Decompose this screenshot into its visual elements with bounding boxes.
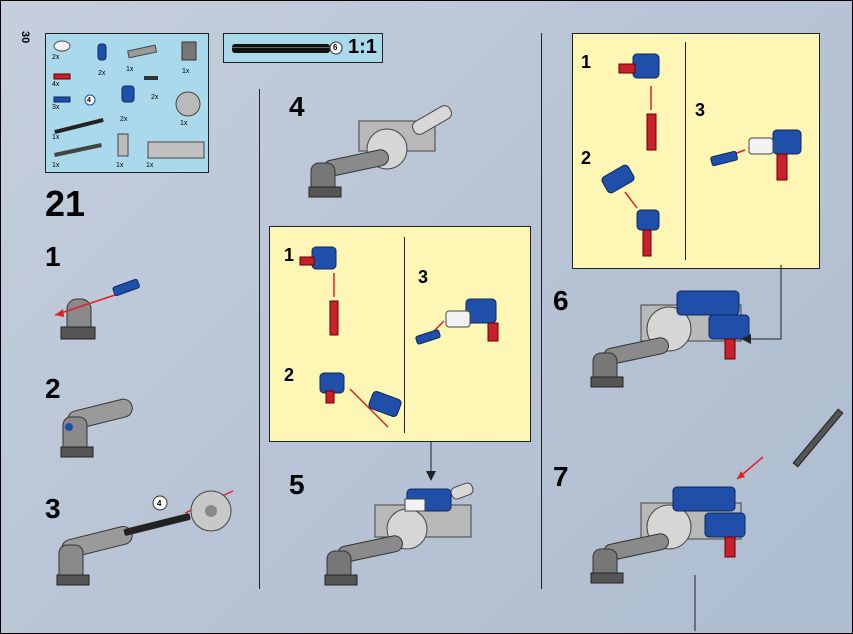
parts-list-illustration [53, 40, 205, 159]
part-qty: 1x [182, 68, 190, 75]
middle-step5-illustration [324, 482, 474, 586]
callout-step-number: 1 [284, 245, 295, 265]
step-number: 6 [553, 285, 569, 316]
callout-divider [404, 237, 405, 433]
step-number: 2 [45, 373, 61, 404]
step-number: 5 [289, 469, 305, 500]
axle-length-label: 4 [87, 97, 91, 104]
callout-step-number: 1 [581, 52, 592, 72]
part-qty: 2x [52, 54, 60, 61]
page-number: 30 [19, 31, 31, 44]
part-qty: 1x [126, 66, 134, 73]
callout-step-number: 3 [695, 100, 706, 120]
part-qty: 4x [52, 81, 60, 88]
axle-length-label: 4 [157, 499, 162, 508]
scale-label: 1:1 [348, 36, 377, 58]
callout-step-number: 3 [418, 267, 429, 287]
part-qty: 2x [151, 94, 159, 101]
callout-step-number: 2 [581, 148, 592, 168]
callout-illustration [299, 246, 499, 428]
part-qty: 1x [180, 120, 188, 127]
axle-scale-illustration [232, 41, 343, 55]
step-number: 3 [45, 493, 61, 524]
left-step1-illustration [54, 278, 140, 340]
right-step6-illustration [590, 265, 782, 388]
callout-step-number: 2 [284, 365, 295, 385]
sub-assembly-callout: 1 2 3 [269, 226, 531, 442]
part-qty: 2x [98, 70, 106, 77]
column-divider [259, 89, 260, 589]
callout-illustration [601, 53, 802, 257]
middle-step4-illustration [308, 105, 452, 198]
part-qty: 1x [146, 162, 154, 169]
callout-divider [685, 42, 686, 260]
scale-axle-length: 6 [333, 43, 338, 52]
part-qty: 2x [120, 116, 128, 123]
column-divider [541, 33, 542, 589]
left-step3-illustration [56, 490, 234, 586]
sub-assembly-callout: 1 2 3 [572, 33, 820, 269]
main-step-number: 21 [45, 183, 86, 224]
part-qty: 1x [52, 162, 60, 169]
step-number: 1 [45, 241, 61, 272]
part-qty: 3x [52, 104, 60, 111]
step-number: 7 [553, 461, 569, 492]
right-step7-illustration [590, 408, 844, 631]
parts-list-box: 2x 2x 1x 1x 4x 2x 3x 2x 1x 1x 1x 1x 1x 4 [45, 33, 209, 173]
left-step2-illustration [60, 398, 133, 458]
step-number: 4 [289, 91, 305, 122]
part-qty: 1x [52, 134, 60, 141]
part-qty: 1x [116, 162, 124, 169]
callout-arrow [426, 441, 436, 481]
scale-box: 6 1:1 [223, 33, 383, 63]
